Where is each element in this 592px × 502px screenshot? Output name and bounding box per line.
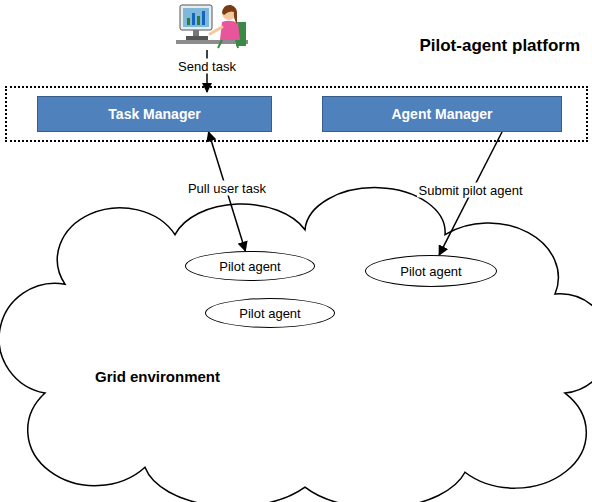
agent-label: Pilot agent: [400, 264, 461, 279]
cloud-outline-path: [0, 188, 592, 502]
keyboard: [186, 36, 208, 40]
connector-label: Submit pilot agent: [417, 182, 525, 197]
screen-bar: [202, 11, 205, 25]
monitor: [180, 5, 212, 30]
screen-bar: [187, 18, 190, 25]
manager-box: Agent Manager: [322, 96, 562, 132]
chair-legs: [218, 40, 238, 48]
manager-label: Agent Manager: [391, 106, 492, 122]
screen-bar: [192, 13, 195, 25]
action-label: Send task: [176, 59, 238, 74]
platform-frame: Task ManagerAgent ManagerPilot-agent pla…: [5, 86, 588, 142]
manager-label: Task Manager: [108, 106, 200, 122]
monitor-screen: [183, 8, 209, 27]
manager-box: Task Manager: [37, 96, 272, 132]
pilot-agent-ellipse: Pilot agent: [365, 255, 497, 287]
region-title: Grid environment: [95, 368, 220, 385]
user-hair: [222, 5, 237, 24]
user-icon: [176, 5, 248, 48]
pilot-agent-ellipse: Pilot agent: [185, 251, 315, 281]
monitor-stand: [193, 30, 199, 36]
agent-label: Pilot agent: [239, 306, 300, 321]
screen-bar: [197, 16, 200, 25]
cloud-outline: [25, 205, 580, 497]
connector-label: Pull user task: [186, 180, 268, 195]
agent-label: Pilot agent: [219, 259, 280, 274]
region-title: Pilot-agent platform: [419, 36, 580, 56]
pilot-agent-ellipse: Pilot agent: [205, 298, 335, 328]
grid-cloud: Pilot agentPilot agentPilot agentGrid en…: [25, 205, 580, 497]
user-arm: [210, 27, 222, 34]
